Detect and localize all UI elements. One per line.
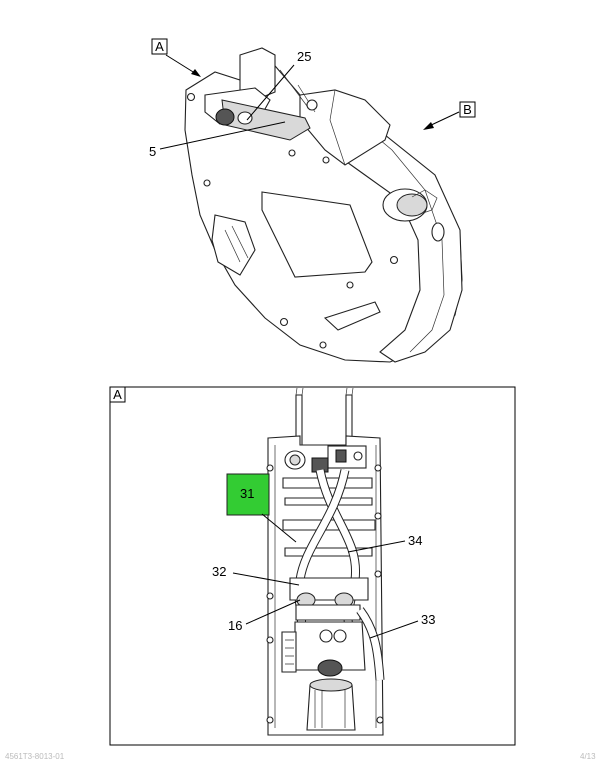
connector-plug — [317, 659, 343, 677]
plate-bolt — [288, 149, 296, 157]
callout-5: 5 — [149, 144, 156, 159]
view-b-label: B — [463, 102, 472, 117]
plate-bolt — [319, 341, 327, 349]
callout-25-leader — [246, 64, 295, 121]
callout-31: 31 — [240, 486, 254, 501]
callout-31-leader — [261, 513, 297, 543]
filter-top — [309, 678, 353, 692]
lower-bracket — [295, 604, 361, 621]
plate-bolt — [279, 317, 289, 327]
top-box-edge — [329, 89, 346, 166]
callout-34: 34 — [408, 533, 422, 548]
callout-16: 16 — [228, 618, 242, 633]
view-a-arrowhead — [191, 69, 201, 77]
plate-bolt — [389, 255, 399, 265]
left-hoses — [224, 225, 249, 263]
fitting-mid — [237, 111, 253, 125]
detail-a-label-box — [109, 386, 126, 403]
rod-tops — [295, 387, 354, 396]
filter-ribs — [314, 690, 346, 728]
plate-bolt — [266, 464, 274, 472]
plate-bolt — [376, 716, 384, 724]
left-side-bracket — [211, 214, 256, 276]
pump-side-housing — [281, 631, 297, 673]
valve-block-port — [335, 449, 347, 463]
view-b-label-box — [459, 101, 476, 118]
callout-32-leader — [232, 572, 300, 586]
callout-33-leader — [369, 620, 419, 639]
detail-a-frame — [109, 386, 516, 746]
drum-edge-line — [379, 139, 445, 353]
callout-34-leader — [347, 540, 406, 553]
view-b-arrow — [426, 111, 460, 128]
view-a-arrow — [165, 54, 199, 76]
valve-left-core — [289, 454, 301, 466]
view-a-label-box — [151, 38, 168, 55]
cap-connector — [431, 222, 445, 242]
plate-bolt — [374, 512, 382, 520]
callout-25: 25 — [297, 49, 311, 64]
top-bolt — [306, 99, 318, 111]
cross-bracket-4 — [284, 547, 373, 557]
housing-triangular-cutout — [261, 191, 373, 278]
plate-bolt — [266, 636, 274, 644]
plate-bolt — [374, 570, 382, 578]
highlighted-callout-31-box — [226, 473, 270, 516]
plate-bolt — [346, 281, 354, 289]
cap-tether — [411, 189, 438, 215]
hose-33 — [357, 607, 384, 681]
plate-inner-edges — [274, 445, 377, 728]
view-b-arrowhead — [423, 122, 434, 130]
plate-bolt — [266, 592, 274, 600]
pump-port-right — [333, 629, 347, 643]
upper-assembly-view: A B — [149, 38, 476, 363]
housing-top-box — [299, 89, 391, 166]
fitting-left — [215, 108, 235, 126]
valve-bolt — [353, 451, 363, 461]
footer-page-code: 4/13 — [580, 752, 596, 761]
detail-a-view: A — [109, 386, 516, 746]
callout-5-leader — [159, 121, 286, 150]
housing-cap-inner — [396, 193, 428, 217]
plate-bolt — [374, 464, 382, 472]
plate-bolt — [322, 156, 330, 164]
view-a-label: A — [155, 39, 164, 54]
plate-bolt — [266, 716, 274, 724]
plate-bolt — [186, 92, 196, 102]
pump-fins — [285, 639, 294, 665]
cross-bracket-3 — [282, 519, 376, 531]
detail-a-label: A — [113, 387, 122, 402]
housing-lower-slot — [323, 301, 381, 331]
solenoid-connector — [311, 457, 329, 473]
callout-32: 32 — [212, 564, 226, 579]
pump-port-left — [319, 629, 333, 643]
callout-33: 33 — [421, 612, 435, 627]
filter-canister — [306, 684, 356, 731]
plate-bolt — [203, 179, 211, 187]
footer-drawing-code: 4561T3-8013-01 — [5, 752, 65, 761]
callout-16-leader — [245, 599, 301, 625]
